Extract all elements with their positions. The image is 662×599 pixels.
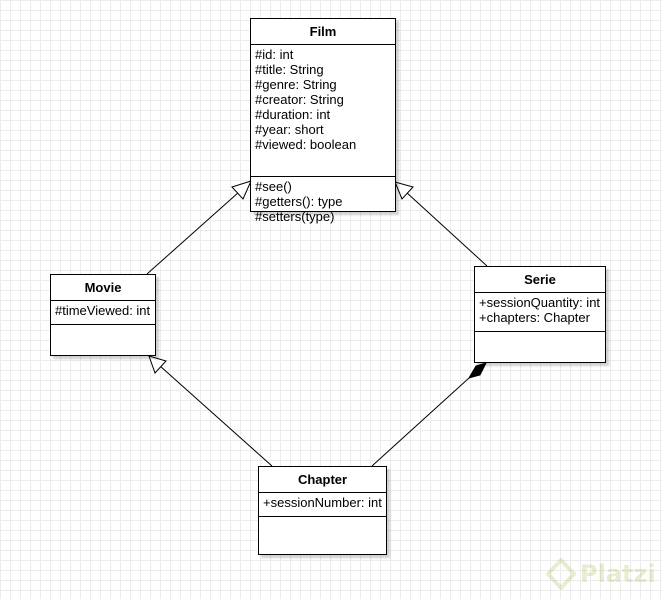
class-movie-name: Movie <box>51 275 155 301</box>
platzi-watermark: Platzi <box>546 556 658 592</box>
attribute: +chapters: Chapter <box>479 310 590 325</box>
class-film-operations: #see() #getters(): type #setters(type) <box>251 177 395 226</box>
class-serie-name: Serie <box>475 267 605 293</box>
attribute: #genre: String <box>255 77 337 92</box>
attribute: #title: String <box>255 62 324 77</box>
attribute: +sessionNumber: int <box>263 495 382 510</box>
class-movie-operations <box>51 325 155 329</box>
generalization-arrowhead-film-left <box>231 180 252 200</box>
composition-chapter-serie <box>371 377 470 467</box>
operation: #setters(type) <box>255 209 335 224</box>
attribute: #year: short <box>255 122 324 137</box>
attribute: #viewed: boolean <box>255 137 357 152</box>
class-serie-operations <box>475 332 605 336</box>
class-chapter-name: Chapter <box>259 467 386 493</box>
composition-diamond-serie <box>467 362 487 379</box>
attribute: #duration: int <box>255 107 331 122</box>
class-film[interactable]: Film #id: int #title: String #genre: Str… <box>250 18 396 224</box>
generalization-arrowhead-movie <box>148 355 167 374</box>
operation: #getters(): type <box>255 194 343 209</box>
class-film-attributes: #id: int #title: String #genre: String #… <box>251 45 395 177</box>
watermark-text: Platzi <box>580 560 656 588</box>
generalization-arrowhead-film-right <box>394 181 414 200</box>
generalization-chapter-movie <box>159 365 273 467</box>
class-chapter[interactable]: Chapter +sessionNumber: int <box>258 466 387 555</box>
class-chapter-operations <box>259 517 386 521</box>
attribute: +sessionQuantity: int <box>479 295 601 310</box>
class-movie-attributes: #timeViewed: int <box>51 301 155 325</box>
attribute: #timeViewed: int <box>55 303 151 318</box>
class-serie-attributes: +sessionQuantity: int +chapters: Chapter <box>475 293 605 332</box>
class-movie[interactable]: Movie #timeViewed: int <box>50 274 156 356</box>
class-serie[interactable]: Serie +sessionQuantity: int +chapters: C… <box>474 266 606 363</box>
class-chapter-attributes: +sessionNumber: int <box>259 493 386 517</box>
class-film-name: Film <box>251 19 395 45</box>
generalization-serie-film <box>405 191 488 267</box>
platzi-logo-icon <box>546 558 576 590</box>
generalization-movie-film <box>146 191 240 275</box>
operation: #see() <box>255 179 292 194</box>
attribute: #id: int <box>255 47 294 62</box>
attribute: #creator: String <box>255 92 344 107</box>
